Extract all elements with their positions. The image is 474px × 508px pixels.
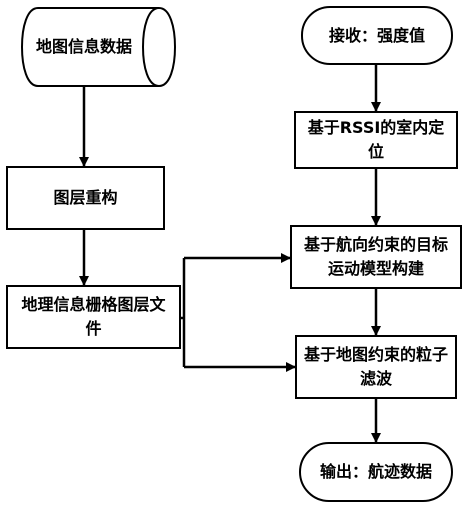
output-label: 输出：航迹数据 [319, 462, 432, 481]
raster-layer-file-box [6, 285, 181, 349]
receive-label: 接收：强度值 [328, 25, 425, 45]
layer-reconstruct-box [6, 166, 165, 230]
map-data-cylinder [20, 7, 177, 87]
raster-layer-file-label: 地理信息栅格图层文件 [21, 295, 166, 338]
map-data-label: 地图信息数据 [35, 37, 132, 56]
particle-filter-label: 基于地图约束的粒子滤波 [303, 345, 448, 388]
heading-model-label: 基于航向约束的目标运动模型构建 [303, 235, 448, 278]
output-terminator [299, 442, 453, 502]
receive-terminator [301, 6, 453, 65]
particle-filter-box [295, 335, 457, 399]
heading-model-box [290, 225, 462, 289]
rssi-positioning-label: 基于RSSI的室内定位 [307, 118, 445, 161]
rssi-positioning-box [294, 111, 458, 169]
layer-reconstruct-label: 图层重构 [53, 188, 118, 207]
